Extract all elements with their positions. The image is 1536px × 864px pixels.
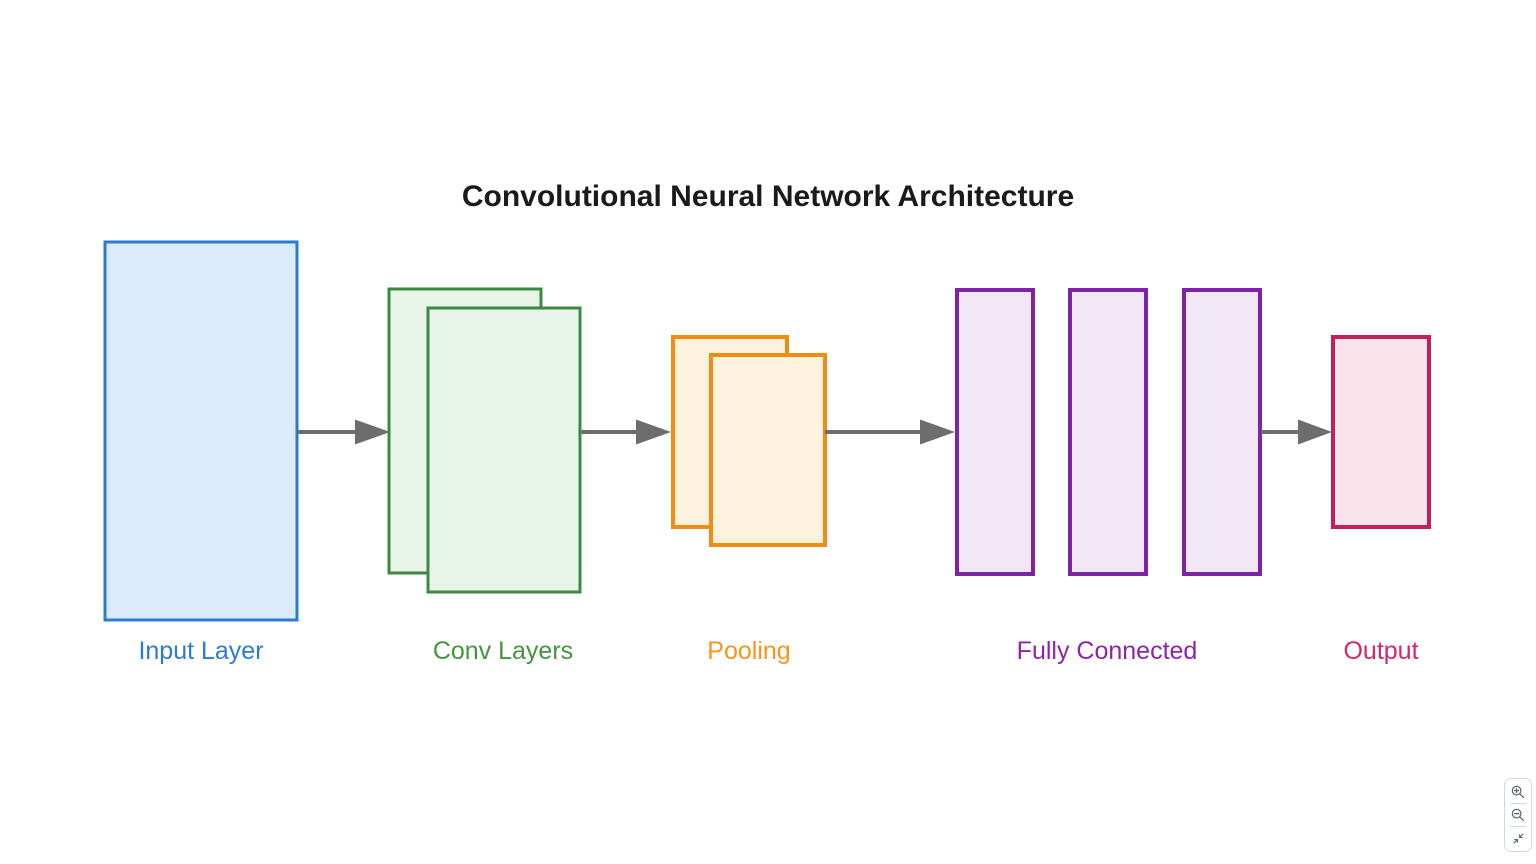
fc-layer-1-shape [955, 288, 1035, 576]
toolbar-divider [1510, 826, 1526, 827]
input-layer-group: Input Layer [103, 240, 299, 665]
flow-arrow-pooling-to-fc [825, 419, 955, 445]
fully-connected-group: Fully Connected [955, 288, 1262, 665]
zoom-out-button[interactable] [1505, 805, 1531, 825]
input-layer-label: Input Layer [138, 637, 263, 665]
conv-layers-label: Conv Layers [433, 637, 573, 665]
flow-arrow-fc-to-output [1261, 419, 1332, 445]
zoom-out-icon [1511, 808, 1524, 821]
reset-zoom-button[interactable] [1505, 828, 1531, 848]
input-layer-shape [103, 240, 299, 622]
output-group: Output [1331, 335, 1431, 665]
fully-connected-label: Fully Connected [1017, 637, 1198, 665]
fc-layer-3-shape [1182, 288, 1262, 576]
zoom-toolbar [1504, 778, 1532, 852]
flow-arrow-input-to-conv [297, 419, 390, 445]
fc-layer-2-shape [1068, 288, 1148, 576]
output-shape [1331, 335, 1431, 529]
zoom-in-button[interactable] [1505, 782, 1531, 802]
flow-arrow-conv-to-pooling [580, 419, 671, 445]
diagram-title: Convolutional Neural Network Architectur… [462, 180, 1074, 213]
pooling-group: Pooling [671, 335, 827, 665]
conv-layer-front-shape [426, 306, 582, 594]
output-label: Output [1343, 637, 1418, 665]
collapse-arrows-icon [1512, 832, 1524, 844]
pooling-front-shape [709, 353, 827, 547]
zoom-in-icon [1511, 785, 1524, 798]
toolbar-divider [1510, 803, 1526, 804]
conv-layers-group: Conv Layers [387, 287, 582, 665]
pooling-label: Pooling [707, 637, 790, 665]
